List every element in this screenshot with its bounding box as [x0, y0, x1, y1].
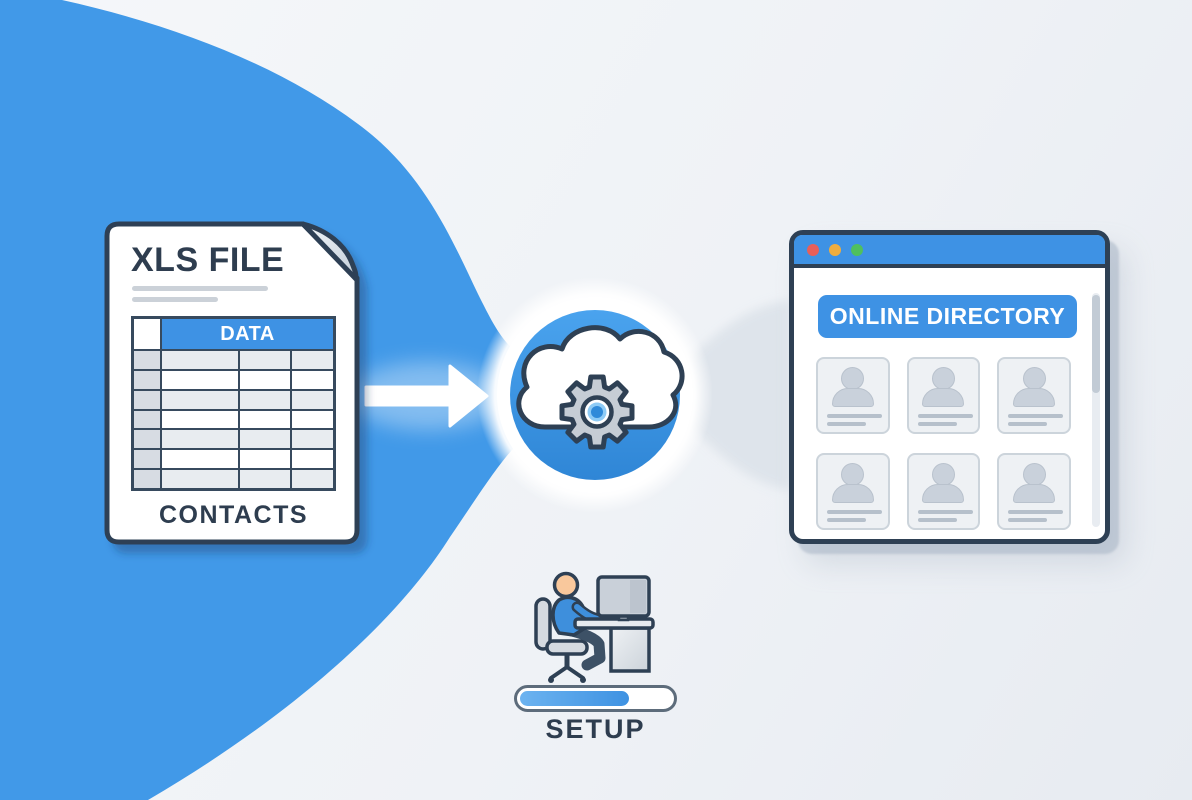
person-silhouette-body	[1013, 388, 1056, 407]
table-cell	[292, 370, 333, 389]
desk-icon	[573, 617, 655, 673]
table-cell	[292, 450, 333, 469]
setup-progress-bar	[514, 685, 677, 712]
contact-card	[906, 453, 981, 530]
page-fold-icon	[300, 221, 359, 282]
table-cell	[240, 470, 290, 488]
text-line-placeholder	[827, 518, 866, 522]
contact-card	[997, 453, 1071, 530]
person-at-desk-icon	[534, 571, 655, 683]
scrollbar-thumb	[1092, 295, 1100, 393]
arrow-right-icon	[364, 364, 489, 428]
browser-titlebar	[794, 235, 1105, 268]
text-line-placeholder	[827, 414, 882, 418]
table-cell	[162, 390, 238, 409]
contact-card	[997, 357, 1071, 434]
table-cell	[162, 450, 238, 469]
monitor-icon	[596, 575, 651, 622]
text-line-placeholder	[132, 297, 218, 302]
text-line-placeholder	[1008, 510, 1064, 514]
browser-window: ONLINE DIRECTORY	[789, 230, 1110, 544]
text-line-placeholder	[132, 286, 268, 291]
person-silhouette-body	[1013, 484, 1056, 503]
person-silhouette-icon	[841, 463, 865, 486]
text-line-placeholder	[827, 422, 866, 426]
text-line-placeholder	[917, 414, 973, 418]
table-cell	[240, 430, 290, 449]
person-silhouette-icon	[1022, 463, 1046, 486]
table-cell	[240, 410, 290, 429]
xls-document-title: XLS FILE	[131, 241, 285, 279]
table-cell	[292, 390, 333, 409]
person-silhouette-icon	[841, 367, 865, 390]
table-cell	[134, 390, 160, 409]
person-silhouette-icon	[1022, 367, 1046, 390]
table-cell	[292, 351, 333, 369]
text-line-placeholder	[1008, 414, 1064, 418]
text-line-placeholder	[1008, 518, 1048, 522]
person-silhouette-body	[831, 484, 874, 503]
scrollbar-track	[1092, 293, 1100, 527]
contacts-table: DATA	[131, 316, 336, 491]
table-cell	[292, 430, 333, 449]
table-cell	[134, 450, 160, 469]
traffic-light-yellow-icon	[829, 243, 841, 256]
table-cell	[162, 370, 238, 389]
gear-hub-center	[591, 406, 603, 418]
traffic-light-green-icon	[851, 243, 863, 256]
table-cell	[240, 390, 290, 409]
contact-cards-grid	[816, 357, 1071, 530]
connector-cone	[686, 300, 790, 490]
table-cell	[162, 351, 238, 369]
xls-document-caption: CONTACTS	[158, 501, 309, 529]
contact-card	[816, 453, 890, 530]
table-cell	[162, 430, 238, 449]
table-cell	[134, 470, 160, 488]
table-cell	[240, 351, 290, 369]
table-corner-cell	[134, 319, 160, 349]
table-cell	[240, 450, 290, 469]
table-cell	[240, 370, 290, 389]
person-silhouette-icon	[931, 367, 955, 390]
table-cell	[162, 470, 238, 488]
text-line-placeholder	[827, 510, 882, 514]
table-cell	[134, 410, 160, 429]
table-cell	[162, 410, 238, 429]
table-cell	[292, 470, 333, 488]
contact-card	[816, 357, 890, 434]
setup-progress-fill	[520, 691, 629, 706]
text-line-placeholder	[917, 510, 973, 514]
person-silhouette-icon	[931, 463, 955, 486]
person-silhouette-body	[831, 388, 874, 407]
text-line-placeholder	[1008, 422, 1048, 426]
contact-card	[906, 357, 981, 434]
person-silhouette-body	[922, 388, 965, 407]
text-line-placeholder	[917, 422, 957, 426]
table-header-cell: DATA	[162, 319, 333, 349]
traffic-light-red-icon	[807, 243, 819, 256]
directory-banner: ONLINE DIRECTORY	[818, 295, 1077, 338]
office-chair-icon	[534, 597, 589, 683]
table-cell	[292, 410, 333, 429]
table-cell	[134, 351, 160, 369]
table-cell	[134, 430, 160, 449]
text-line-placeholder	[917, 518, 957, 522]
person-silhouette-body	[922, 484, 965, 503]
setup-label: SETUP	[545, 714, 646, 744]
table-cell	[134, 370, 160, 389]
